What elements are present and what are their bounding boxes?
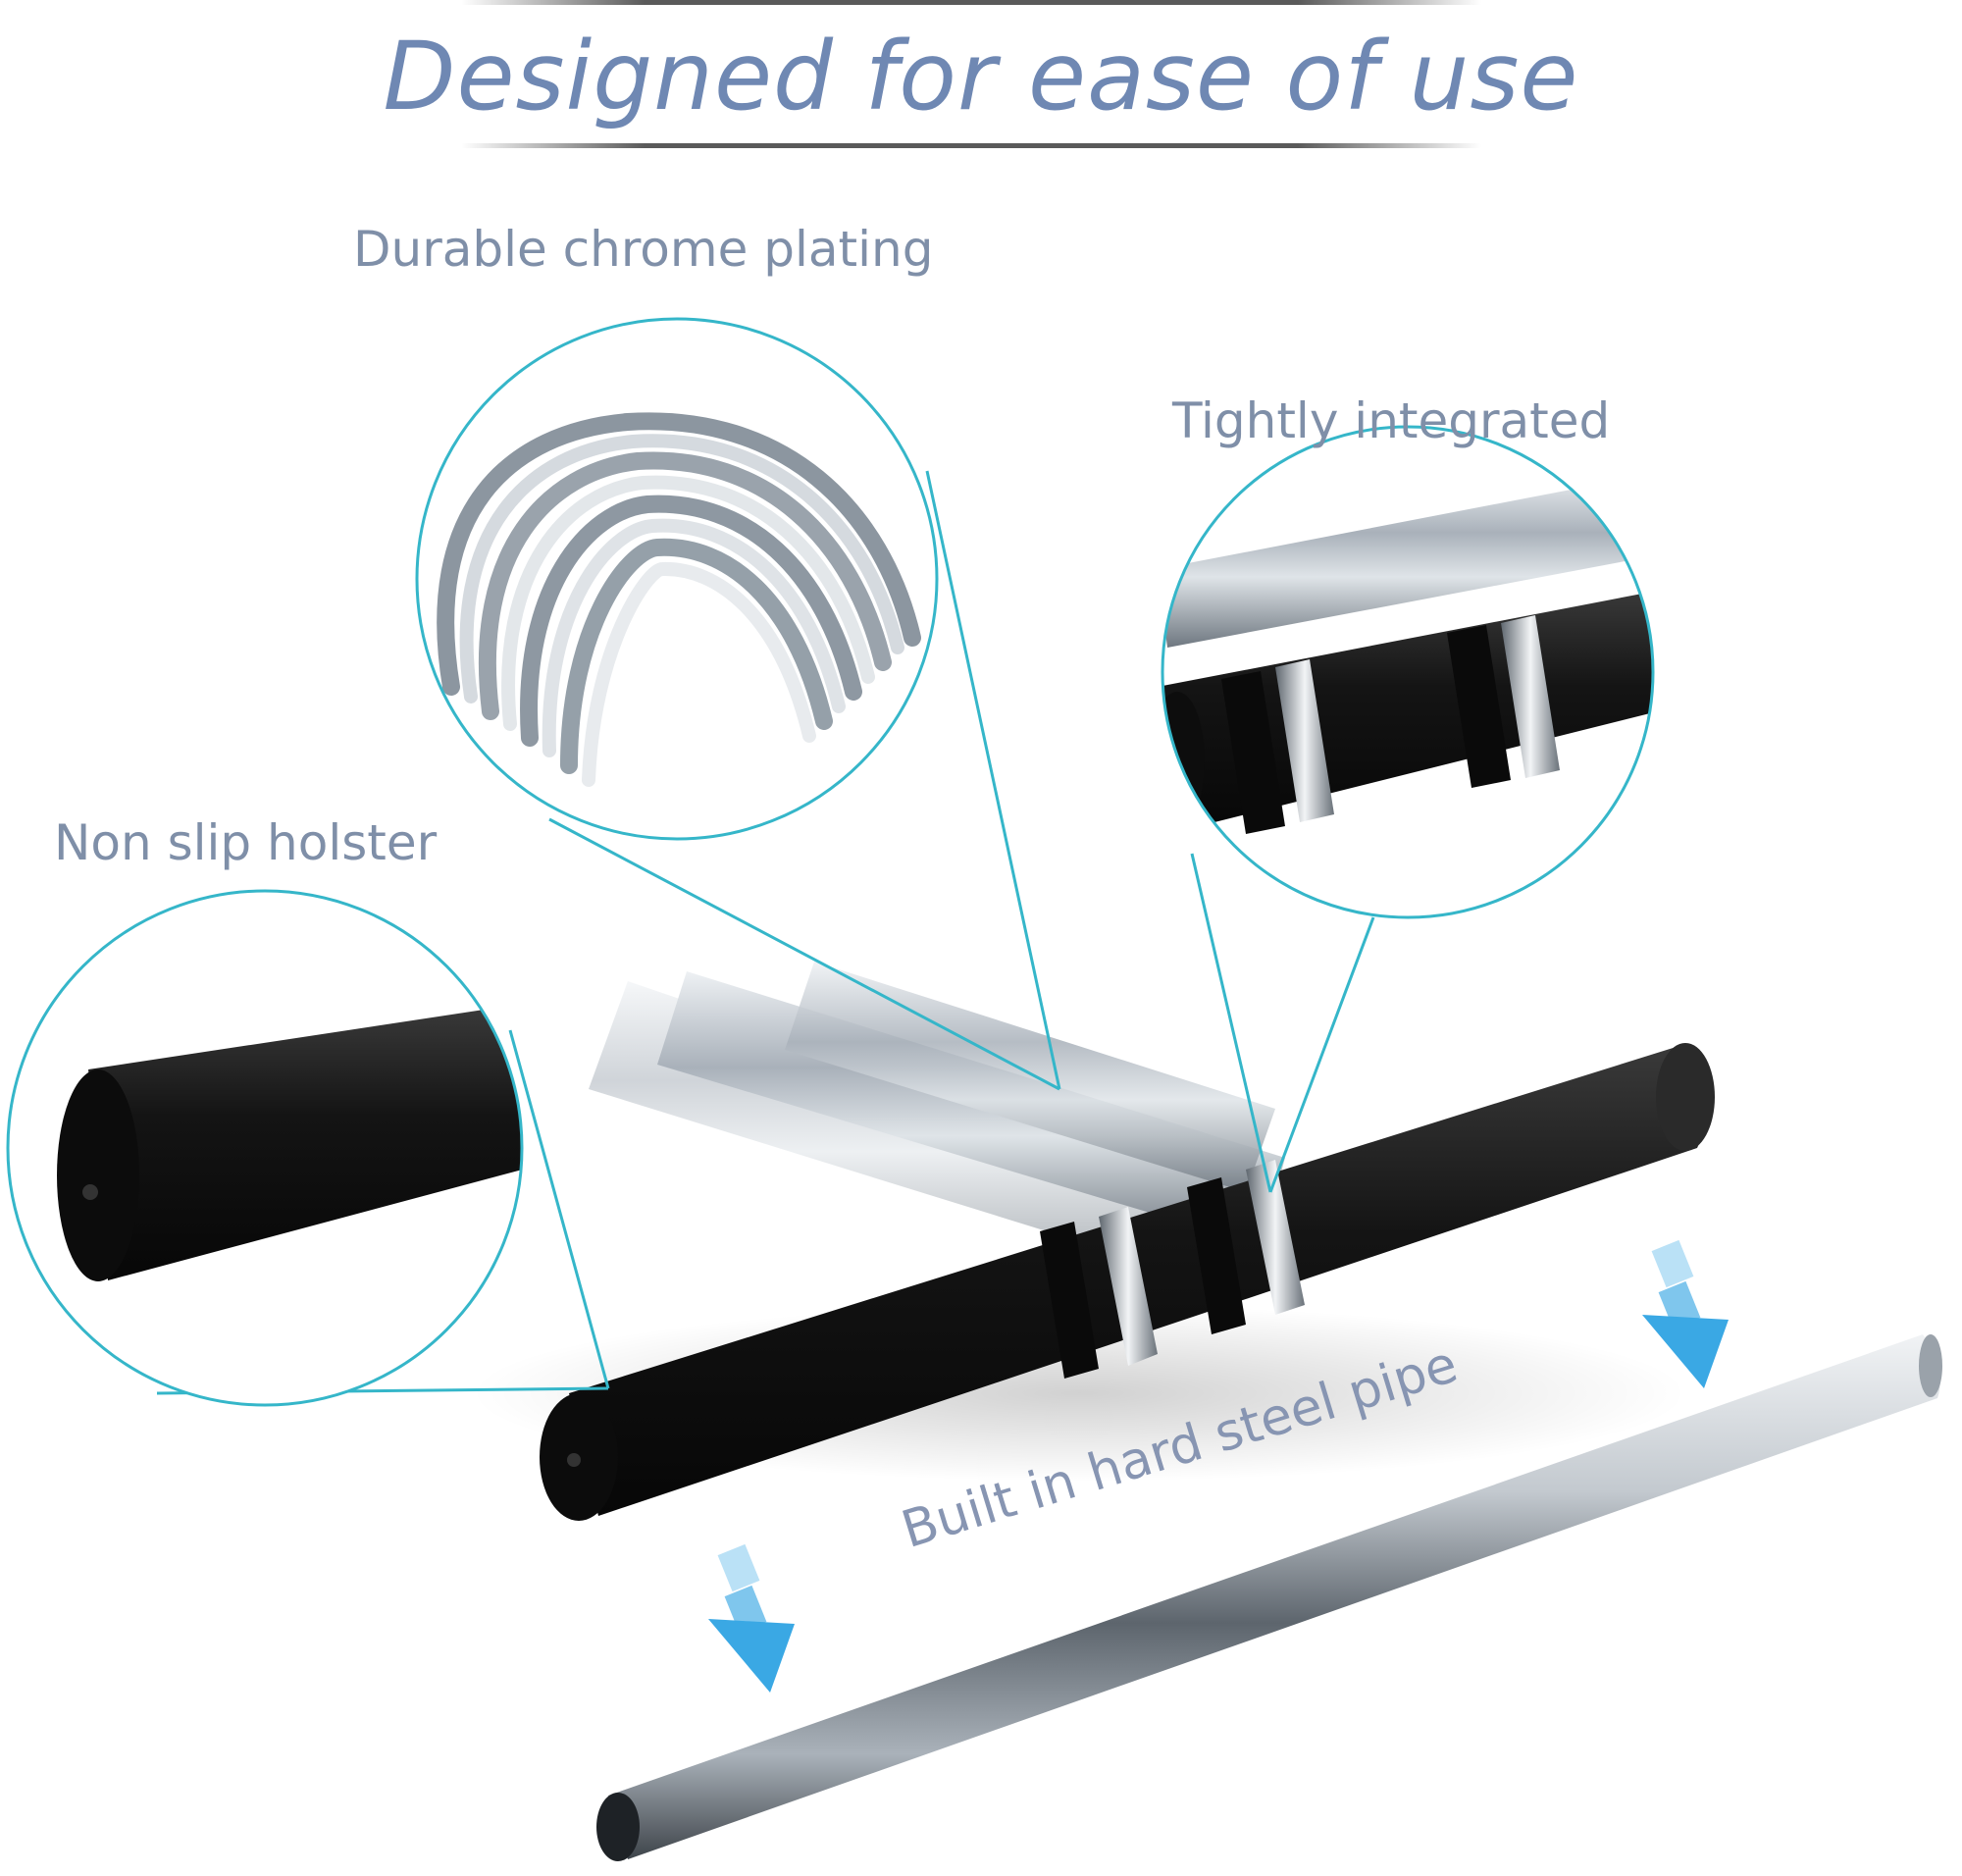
callout-non-slip-holster: Non slip holster [54,814,438,871]
callout-chrome-plating: Durable chrome plating [353,221,934,278]
arrow-down-icon [1642,1239,1729,1388]
arrow-down-icon [708,1543,795,1693]
page-title: Designed for ease of use [383,22,1579,131]
steel-pipe [596,1334,1942,1861]
foam-handle [540,1043,1715,1521]
holster-zoom-circle [6,889,524,1407]
chrome-zoom-circle [415,317,939,841]
callout-leaders [156,470,1375,1395]
callout-tightly-integrated: Tightly integrated [1172,392,1611,449]
title-underline [461,143,1481,148]
integration-zoom-circle [1161,425,1655,919]
chrome-bars [589,962,1285,1266]
top-divider [461,0,1481,5]
